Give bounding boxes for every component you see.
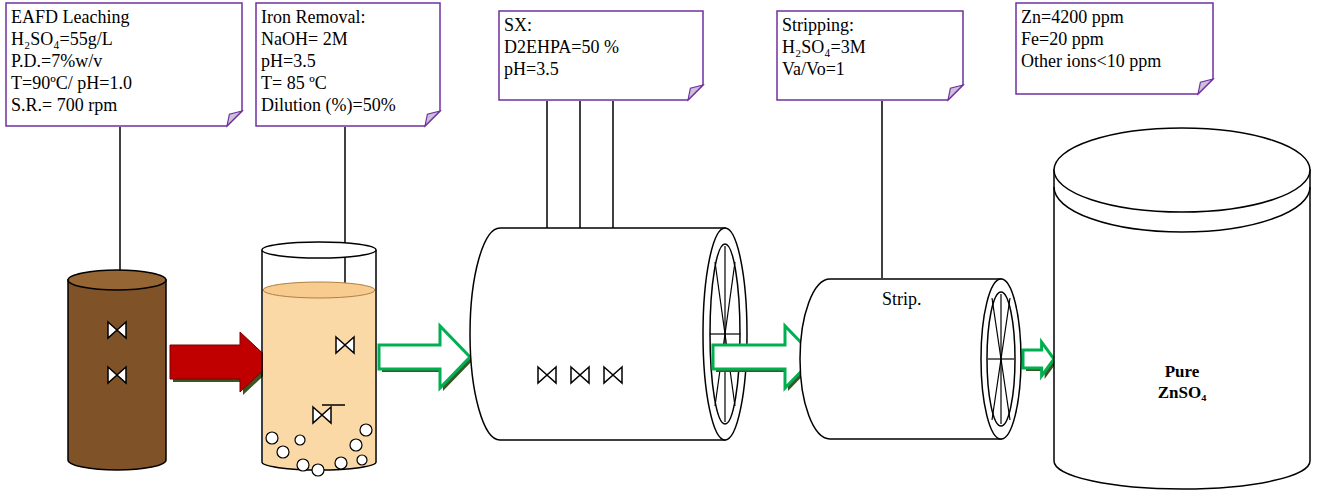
- flow-arrow: [1023, 342, 1054, 376]
- valve-symbol: [108, 367, 126, 383]
- callout-text: pH=3.5: [504, 58, 694, 80]
- leaching-tank: [68, 280, 166, 470]
- settler-end: [703, 228, 747, 440]
- column-baffle: [1000, 294, 1001, 424]
- settler-end: [710, 244, 740, 424]
- flow-arrow: [170, 332, 272, 392]
- liquid-surface: [263, 282, 375, 298]
- product-label: Pure ZnSO₄: [1158, 361, 1207, 403]
- iron-removal-beaker: [262, 250, 376, 470]
- callout-text: Dilution (%)=50%: [261, 94, 431, 116]
- callout-text: Va/Vo=1: [782, 58, 954, 80]
- note-fold: [425, 111, 440, 126]
- callout-text: NaOH= 2M: [261, 28, 431, 50]
- callout-note: EAFD LeachingH₂SO₄=55g/LP.D.=7%w/vT=90ºC…: [5, 2, 243, 127]
- callout-text: EAFD Leaching: [11, 6, 233, 28]
- callout-text: H₂SO₄=55g/L: [11, 28, 233, 50]
- sx-mixer-settler: [470, 228, 725, 440]
- valve-symbol: [604, 367, 622, 383]
- note-fold: [227, 111, 242, 126]
- flow-arrow: [379, 326, 470, 388]
- callout-text: Stripping:: [782, 14, 954, 36]
- leader-line: [322, 404, 345, 406]
- valve-symbol: [313, 407, 331, 423]
- callout-text: SX:: [504, 14, 694, 36]
- callout-text: Iron Removal:: [261, 6, 431, 28]
- product-tank-outline: [1052, 125, 1312, 491]
- leader-line: [119, 127, 121, 272]
- valve-symbol: [336, 337, 354, 353]
- beaker-rim: [262, 242, 376, 258]
- note-fold: [948, 85, 963, 100]
- note-border: [499, 11, 703, 100]
- tank-lid: [1054, 187, 1310, 232]
- valve-symbol: [538, 367, 556, 383]
- note-border: [777, 11, 963, 100]
- callout-text: S.R.= 700 rpm: [11, 94, 233, 116]
- tank-top: [68, 270, 166, 290]
- note-border: [1016, 3, 1213, 94]
- leader-line: [882, 101, 883, 278]
- callout-text: Fe=20 ppm: [1021, 28, 1204, 50]
- callout-note: Zn=4200 ppmFe=20 ppmOther ions<10 ppm: [1015, 2, 1214, 95]
- callout-text: T= 85 ºC: [261, 72, 431, 94]
- callout-text: pH=3.5: [261, 50, 431, 72]
- callout-note: Iron Removal:NaOH= 2MpH=3.5T= 85 ºCDilut…: [255, 2, 441, 127]
- stripping-column: Strip.: [800, 278, 1022, 440]
- callout-note: SX:D2EHPA=50 %pH=3.5: [498, 10, 704, 101]
- callout-text: Zn=4200 ppm: [1021, 6, 1204, 28]
- leader-line: [881, 101, 883, 278]
- column-body: [800, 279, 1001, 439]
- valve-symbol: [571, 367, 589, 383]
- product-tank: Pure ZnSO₄: [1052, 125, 1312, 491]
- column-end: [981, 279, 1021, 439]
- note-border: [256, 3, 440, 126]
- callout-text: P.D.=7%w/v: [11, 50, 233, 72]
- note-fold: [1198, 79, 1213, 94]
- column-end: [987, 292, 1015, 426]
- settler-baffles: [710, 246, 740, 422]
- gas-bubbles: [266, 424, 372, 476]
- tank-top: [1054, 128, 1310, 212]
- note-fold: [688, 85, 703, 100]
- beaker-liquid: [263, 290, 375, 470]
- valve-symbol: [108, 322, 126, 338]
- flow-arrow: [1023, 342, 1057, 379]
- note-border: [6, 3, 242, 126]
- unit-label: Strip.: [882, 288, 922, 310]
- callout-text: Other ions<10 ppm: [1021, 50, 1204, 72]
- callout-text: T=90ºC/ pH=1.0: [11, 72, 233, 94]
- callout-text: D2EHPA=50 %: [504, 36, 694, 58]
- callout-text: H₂SO₄=3M: [782, 36, 954, 58]
- callout-note: Stripping:H₂SO₄=3MVa/Vo=1: [776, 10, 964, 101]
- tank-body: [1054, 170, 1310, 489]
